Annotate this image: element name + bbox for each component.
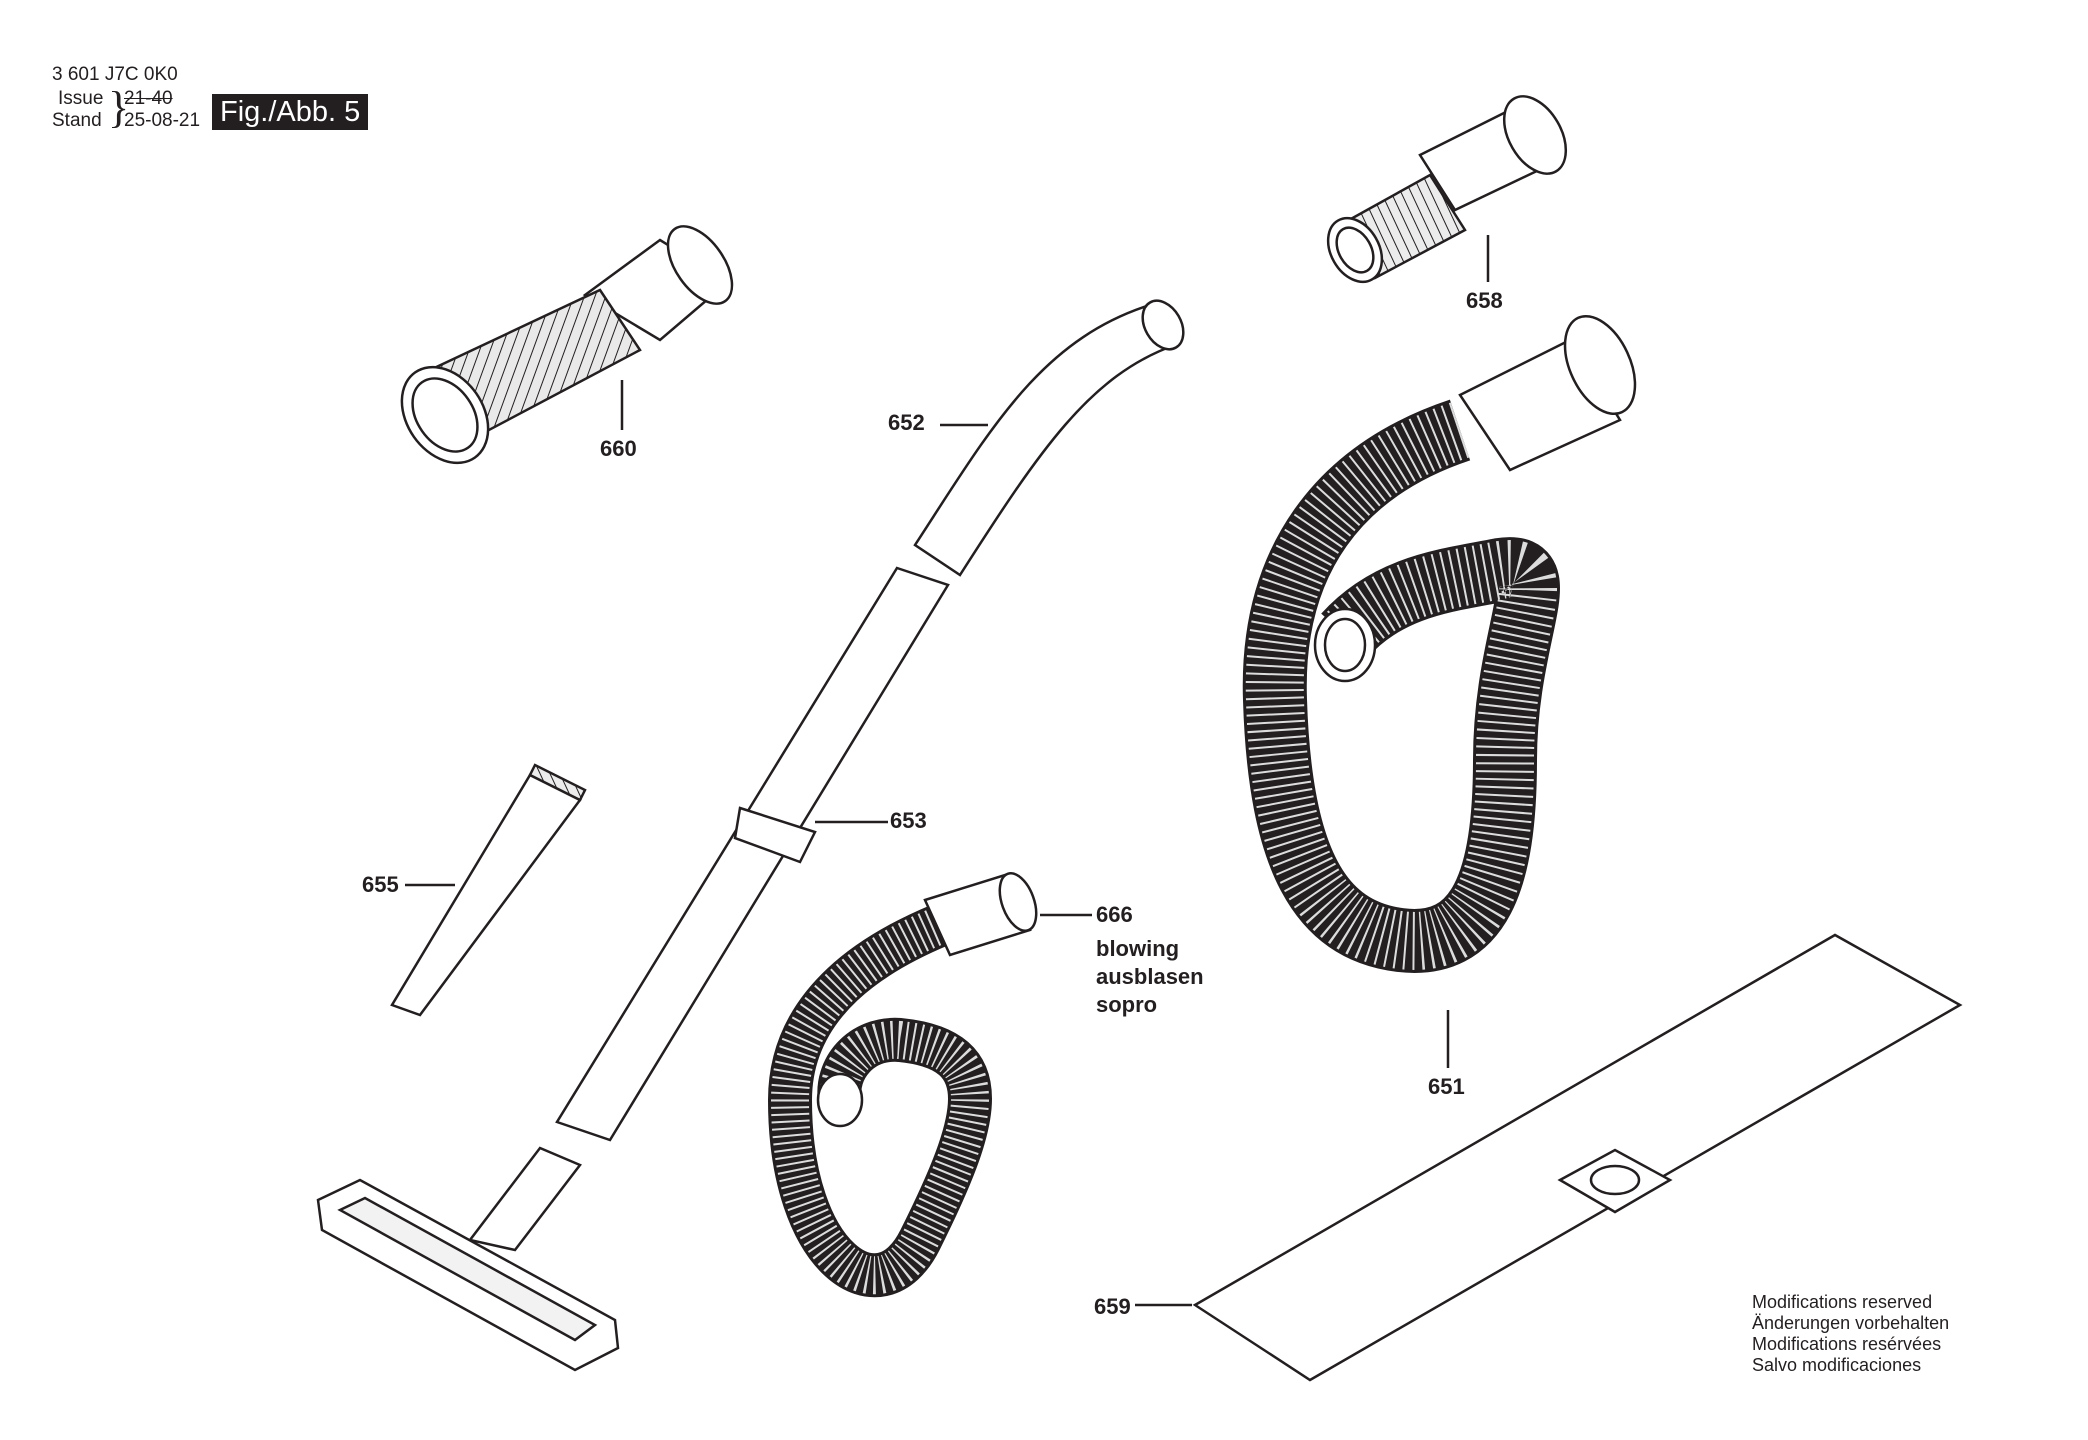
brace-icon: } xyxy=(108,83,130,132)
modifications-note-es: Salvo modificaciones xyxy=(1752,1355,1922,1375)
part-666-drawing xyxy=(767,872,1092,1298)
label-652: 652 xyxy=(888,410,925,435)
part-655-drawing xyxy=(390,763,587,1017)
label-666: 666 xyxy=(1096,902,1133,927)
blowing-note-de: ausblasen xyxy=(1096,964,1204,989)
label-651: 651 xyxy=(1428,1074,1465,1099)
modifications-note-en: Modifications reserved xyxy=(1752,1292,1933,1312)
issue-value: 21-40 xyxy=(124,88,173,109)
part-660-drawing xyxy=(400,225,734,465)
part-653-drawing xyxy=(555,566,950,1142)
label-653: 653 xyxy=(890,808,927,833)
modifications-note-fr: Modifications resérvées xyxy=(1752,1334,1942,1354)
part-652-drawing xyxy=(913,299,1185,577)
part-651-drawing xyxy=(1242,314,1637,1068)
blowing-note-en: blowing xyxy=(1096,936,1180,961)
floor-nozzle-drawing xyxy=(316,1146,620,1372)
part-659-drawing xyxy=(1135,933,1963,1382)
stand-value: 25-08-21 xyxy=(124,110,201,131)
modifications-note-de: Änderungen vorbehalten xyxy=(1752,1313,1950,1333)
part-number: 3 601 J7C 0K0 xyxy=(52,64,178,85)
modifications-note: Modifications reserved Änderungen vorbeh… xyxy=(1752,1292,1949,1376)
blowing-note-pt: sopro xyxy=(1096,992,1158,1017)
figure-label: Fig./Abb. 5 xyxy=(212,94,369,130)
label-655: 655 xyxy=(362,872,399,897)
issue-label: Issue xyxy=(58,88,104,109)
stand-label: Stand xyxy=(52,110,102,131)
label-660: 660 xyxy=(600,436,637,461)
label-659: 659 xyxy=(1094,1294,1131,1319)
label-658: 658 xyxy=(1466,288,1503,313)
part-658-drawing xyxy=(1326,95,1568,284)
